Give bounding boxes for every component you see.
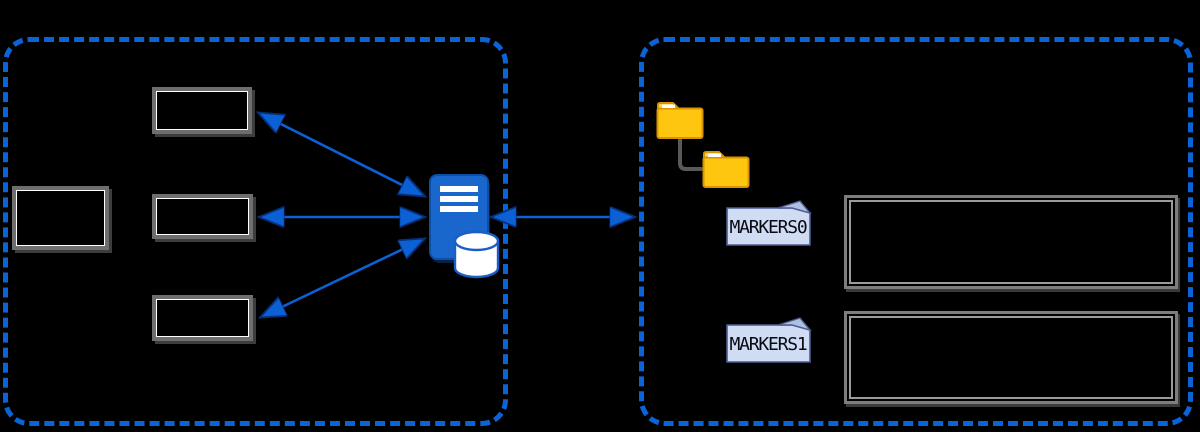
markers0-card: MARKERS0	[726, 199, 814, 247]
box-middle	[152, 194, 253, 239]
markers1-label: MARKERS1	[729, 333, 807, 355]
folder-icon	[655, 98, 705, 140]
box-top	[152, 87, 252, 134]
server-database-icon	[424, 172, 504, 280]
markers0-label: MARKERS0	[729, 216, 807, 238]
markers1-card: MARKERS1	[726, 316, 814, 364]
panel-top	[844, 195, 1178, 289]
box-bottom	[152, 295, 253, 341]
left-group-container	[3, 37, 508, 426]
panel-bottom	[844, 311, 1178, 404]
right-group-container	[639, 37, 1193, 426]
large-box	[12, 186, 109, 250]
subfolder-icon	[701, 147, 751, 189]
